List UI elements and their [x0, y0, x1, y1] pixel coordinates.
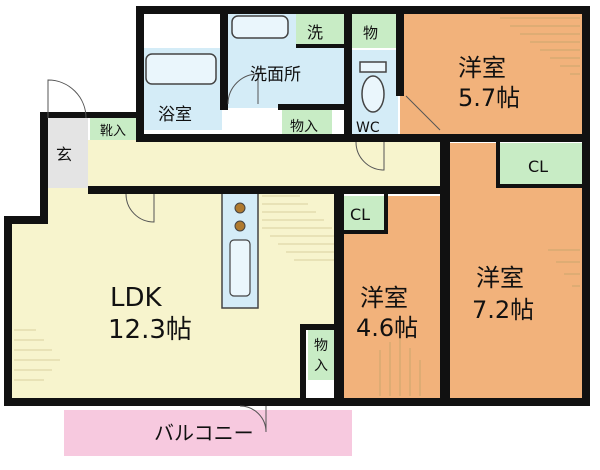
shoe-storage-label: 靴入 [100, 124, 126, 139]
closet-top-fill [350, 12, 398, 48]
wc-name: WC [356, 120, 380, 136]
western-a-name: 洋室 [458, 54, 506, 82]
entrance-name: 玄 [56, 145, 72, 164]
room-labels: 洋室 5.7帖 洋室 4.6帖 洋室 7.2帖 LDK 12.3帖 浴室 洗面所… [56, 23, 548, 445]
room-fills [8, 12, 584, 456]
western-c-name: 洋室 [476, 264, 524, 292]
storage-ldk-char-1: 物 [314, 338, 328, 354]
corridor-fill [88, 140, 445, 188]
balcony-name: バルコニー [154, 421, 254, 445]
floor-hatching [379, 17, 580, 396]
ldk-name: LDK [110, 283, 163, 313]
ldk-size: 12.3帖 [108, 315, 192, 345]
washroom-name: 洗面所 [250, 65, 301, 85]
bath-name: 浴室 [158, 105, 192, 125]
western-b-name: 洋室 [360, 284, 408, 312]
western-b-size: 4.6帖 [356, 314, 418, 342]
closet-a-fill [500, 143, 584, 187]
western-c-size: 7.2帖 [472, 296, 534, 324]
toilet-icon [359, 61, 387, 113]
closet-a-label: CL [528, 157, 548, 176]
washer-fill [296, 14, 346, 48]
bathtub-icon [145, 53, 217, 85]
storage-ldk-fill [308, 330, 336, 380]
western-a-size: 5.7帖 [458, 84, 520, 112]
sink-icon [231, 15, 289, 39]
western-a-fill [400, 12, 584, 140]
ldk-hatching [14, 195, 336, 381]
kitchen-counter-icon [221, 191, 259, 309]
washer-label: 洗 [307, 23, 323, 42]
storage-top-label: 物 [363, 24, 378, 42]
entrance-fill [46, 118, 88, 188]
storage-ldk-char-2: 入 [314, 358, 328, 374]
shoe-storage-fill [90, 118, 138, 140]
walls [4, 6, 590, 406]
door-swings [47, 73, 441, 433]
closet-b-label: CL [350, 205, 370, 224]
storage-corridor-label: 物入 [290, 119, 318, 135]
closet-b-fill [343, 196, 385, 232]
balcony-fill [64, 410, 352, 456]
storage-ldk-label: 物 入 [314, 338, 328, 374]
